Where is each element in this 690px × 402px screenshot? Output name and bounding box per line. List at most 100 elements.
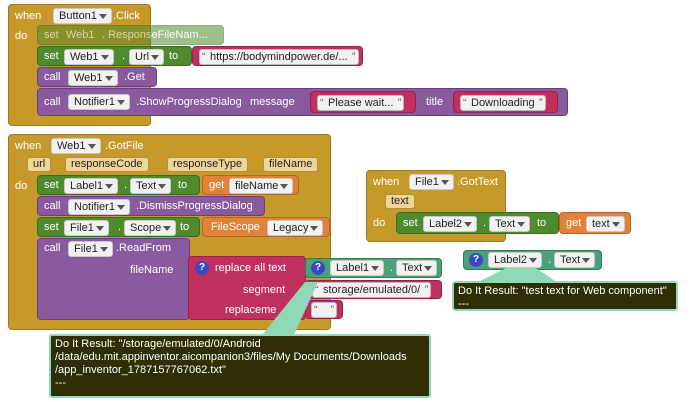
segment-string[interactable]: storage/emulated/0/: [312, 282, 432, 298]
legacy-dropdown[interactable]: Legacy: [267, 220, 324, 236]
call-label: call: [44, 71, 61, 83]
param-url[interactable]: url: [27, 157, 52, 172]
text-property-dropdown[interactable]: Text: [130, 178, 172, 194]
message-string[interactable]: Please wait...: [317, 95, 405, 111]
filescope-legacy-block[interactable]: FileScope Legacy: [202, 217, 330, 237]
get-label: get: [566, 217, 582, 229]
to-label: to: [169, 50, 179, 62]
dot-separator: .: [124, 179, 128, 191]
do-label: do: [15, 30, 28, 42]
label2-dropdown[interactable]: Label2: [423, 216, 478, 232]
message-label: message: [250, 96, 295, 108]
label1-dropdown[interactable]: Label1: [64, 178, 119, 194]
showprogressdialog-label: .ShowProgressDialog: [136, 96, 242, 108]
param-filename[interactable]: fileName: [263, 157, 319, 172]
get-text-block[interactable]: get text: [559, 212, 631, 234]
to-label: to: [537, 217, 547, 229]
title-text-block[interactable]: Downloading: [453, 91, 558, 113]
message-text-block[interactable]: Please wait...: [310, 91, 416, 113]
help-icon[interactable]: ?: [311, 261, 325, 275]
label1-dropdown[interactable]: Label1: [330, 260, 385, 276]
replacement-label: replaceme: [225, 304, 277, 316]
set-label: set: [44, 179, 59, 191]
file1-dropdown[interactable]: File1: [64, 220, 109, 236]
result2-line4: ---: [55, 377, 66, 389]
replacement-string[interactable]: [311, 302, 337, 318]
do-label: do: [373, 217, 386, 229]
dot-separator: .: [390, 262, 394, 274]
set-web1-url-block[interactable]: set Web1 . Url to: [37, 46, 192, 66]
responsefilename-label: . ResponseFileNam...: [102, 29, 208, 41]
do-it-result-label2: Do It Result: "test text for Web compone…: [452, 281, 678, 311]
result1-line2: ---: [458, 298, 469, 310]
dot-separator: .: [118, 221, 122, 233]
result1-callout-tail: [476, 268, 558, 283]
set-label1-text-block[interactable]: set Label1 . Text to: [37, 175, 200, 195]
text-property-dropdown[interactable]: Text: [489, 216, 531, 232]
url-property-dropdown[interactable]: Url: [129, 49, 165, 65]
call-label: call: [44, 96, 61, 108]
scope-property-dropdown[interactable]: Scope: [124, 220, 177, 236]
web1-dropdown[interactable]: Web1: [64, 49, 114, 65]
set-label: set: [44, 221, 59, 233]
set-label2-text-block[interactable]: set Label2 . Text to: [396, 212, 559, 234]
file1-dropdown[interactable]: File1: [68, 241, 113, 257]
label1-text-getter-block[interactable]: ? Label1 . Text: [305, 258, 442, 278]
set-label: set: [403, 217, 418, 229]
to-label: to: [178, 179, 188, 191]
web1-label: Web1: [66, 29, 95, 41]
label2-text-getter-block[interactable]: ? Label2 . Text: [463, 250, 602, 270]
result2-line2: /data/edu.mit.appinventor.aicompanion3/f…: [55, 351, 407, 363]
result2-line1: Do It Result: "/storage/emulated/0/Andro…: [55, 338, 261, 350]
readfrom-label: .ReadFrom: [116, 242, 172, 254]
param-text[interactable]: text: [385, 194, 415, 209]
url-text-block[interactable]: https://bodymindpower.de/...: [192, 46, 363, 66]
replace-all-text-label: replace all text: [215, 262, 286, 274]
button1-dropdown[interactable]: Button1: [53, 8, 112, 24]
segment-label: segment: [243, 284, 286, 296]
when-label: when: [373, 176, 400, 188]
dismissprogressdialog-label: .DismissProgressDialog: [136, 200, 253, 212]
click-event-label: .Click: [113, 10, 140, 22]
do-it-result-label1: Do It Result: "/storage/emulated/0/Andro…: [49, 334, 431, 398]
file1-dropdown[interactable]: File1: [409, 174, 454, 190]
label2-dropdown[interactable]: Label2: [488, 252, 543, 268]
notifier1-dropdown[interactable]: Notifier1: [68, 199, 130, 215]
replacement-text-block[interactable]: [305, 300, 343, 319]
call-notifier1-dismissprogressdialog-block[interactable]: call Notifier1 .DismissProgressDialog: [37, 196, 265, 216]
when-label: when: [15, 140, 42, 152]
filename-var-dropdown[interactable]: fileName: [229, 178, 294, 194]
text-property-dropdown[interactable]: Text: [396, 260, 438, 276]
result2-callout-tail: [262, 282, 318, 335]
set-file1-scope-block[interactable]: set File1 . Scope to: [37, 217, 200, 237]
filename-arg-label: fileName: [130, 264, 174, 276]
help-icon[interactable]: ?: [469, 253, 483, 267]
param-responsecode[interactable]: responseCode: [65, 157, 149, 172]
to-label: to: [180, 221, 190, 233]
notifier1-dropdown[interactable]: Notifier1: [68, 94, 130, 110]
get-filename-block[interactable]: get fileName: [202, 175, 299, 195]
call-file1-readfrom-block[interactable]: call File1 .ReadFrom fileName: [37, 238, 190, 320]
title-label: title: [426, 96, 444, 108]
url-string[interactable]: https://bodymindpower.de/...: [199, 49, 359, 65]
get-label: get: [209, 179, 225, 191]
call-label: call: [44, 200, 61, 212]
call-label: call: [44, 242, 61, 254]
text-var-dropdown[interactable]: text: [586, 216, 625, 232]
help-icon[interactable]: ?: [195, 261, 209, 275]
web1-dropdown[interactable]: Web1: [68, 70, 118, 86]
title-string[interactable]: Downloading: [460, 95, 546, 111]
text-property-dropdown[interactable]: Text: [554, 252, 596, 268]
dot-separator: .: [483, 217, 487, 229]
set-web1-responsefilename-block[interactable]: set Web1 . ResponseFileNam...: [37, 25, 224, 45]
gottext-event-label: .GotText: [457, 176, 498, 188]
param-responsetype[interactable]: responseType: [167, 157, 249, 172]
get-method-label: .Get: [124, 71, 145, 83]
do-label: do: [15, 180, 28, 192]
result2-line3: /app_inventor_1787157767062.txt": [55, 364, 226, 376]
segment-text-block[interactable]: storage/emulated/0/: [305, 280, 442, 299]
web1-dropdown[interactable]: Web1: [51, 138, 101, 154]
call-web1-get-block[interactable]: call Web1 .Get: [37, 67, 157, 87]
dot-separator: .: [548, 254, 552, 266]
